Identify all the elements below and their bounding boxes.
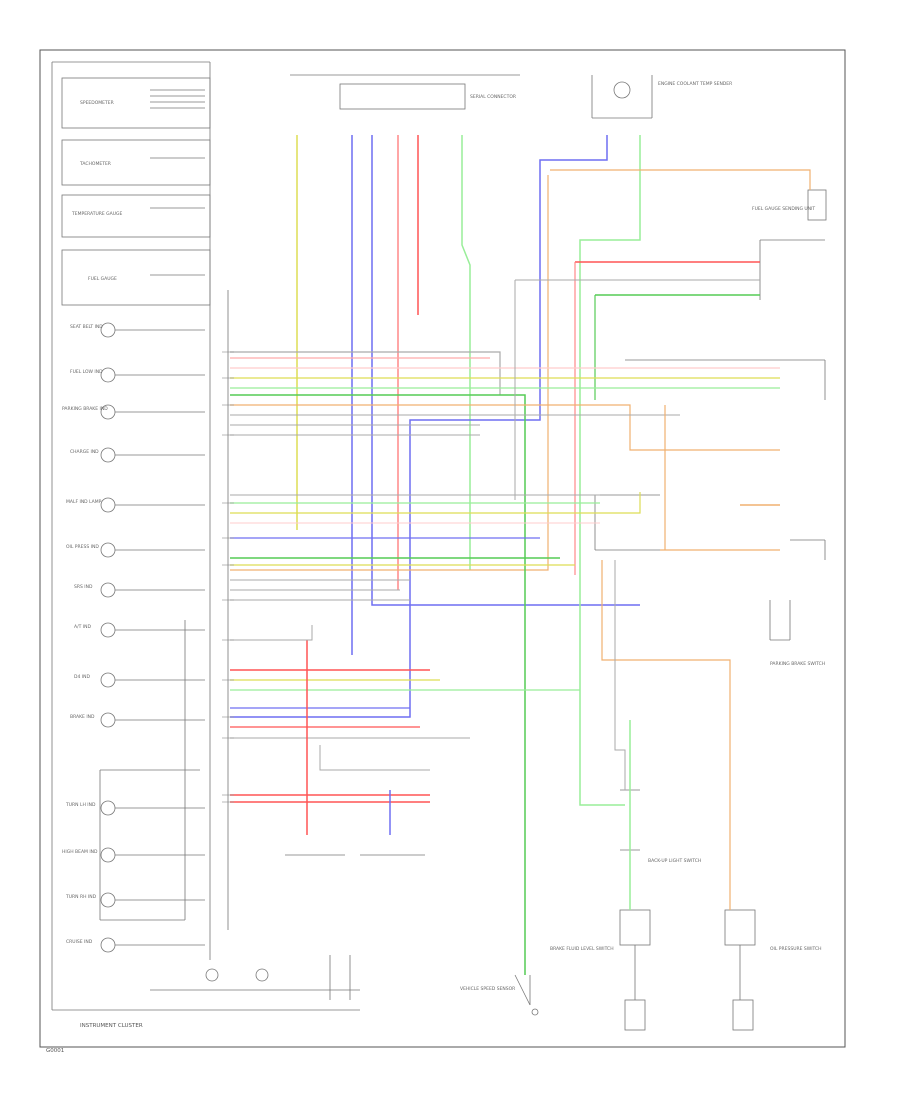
indicator-charge: CHARGE IND [70, 447, 205, 463]
indicator-parking-brake-label: PARKING BRAKE IND [62, 406, 108, 412]
parking-brake-switch-label: PARKING BRAKE SWITCH [770, 661, 825, 667]
indicator-brake-label: BRAKE IND [70, 714, 95, 720]
oil-pressure-switch: OIL PRESSURE SWITCH [724, 909, 822, 1031]
backup-light-switch-label: BACK-UP LIGHT SWITCH [648, 858, 701, 864]
wire-orange-h1 [230, 404, 780, 451]
backup-light-switch: BACK-UP LIGHT SWITCH [620, 789, 701, 864]
indicator-parking-brake: PARKING BRAKE IND [62, 404, 205, 420]
tachometer: TACHOMETER [61, 139, 211, 186]
indicator-cruise-label: CRUISE IND [66, 939, 93, 945]
speedometer-label: SPEEDOMETER [80, 100, 114, 106]
wire-gray-v2 [614, 560, 626, 790]
indicator-turn-lh: TURN LH IND [65, 800, 205, 816]
serial-connector: SERIAL CONNECTOR [290, 74, 520, 110]
fuel-gauge-label: FUEL GAUGE [88, 276, 117, 282]
parking-brake-switch: PARKING BRAKE SWITCH [769, 600, 825, 667]
vehicle-speed-sensor-label: VEHICLE SPEED SENSOR [460, 986, 515, 992]
indicator-at: A/T IND [74, 622, 205, 638]
fuel-gauge: FUEL GAUGE [61, 249, 211, 306]
oil-pressure-switch-label: OIL PRESSURE SWITCH [770, 946, 822, 952]
indicator-oil-press-label: OIL PRESS IND [66, 544, 99, 550]
indicator-srs-label: SRS IND [74, 584, 93, 590]
wire-orange-v1 [601, 560, 731, 910]
figure-id: G0001 [46, 1048, 64, 1054]
indicator-d4: D4 IND [74, 672, 205, 688]
speedometer: SPEEDOMETER [61, 77, 211, 129]
wire-orange-right [550, 169, 811, 190]
wire-gray-h10 [319, 745, 430, 771]
indicator-brake: BRAKE IND [70, 712, 205, 728]
indicator-high-beam: HIGH BEAM IND [62, 847, 205, 863]
temperature-gauge: TEMPERATURE GAUGE [61, 194, 211, 238]
wire-lightgreen-top [461, 135, 471, 570]
indicator-at-label: A/T IND [74, 624, 91, 630]
indicator-srs: SRS IND [74, 582, 205, 598]
wire-yellow-h2 [230, 492, 641, 514]
brake-fluid-switch-label: BRAKE FLUID LEVEL SWITCH [550, 946, 614, 952]
wire-blue-right [230, 135, 608, 718]
indicator-oil-press: OIL PRESS IND [66, 542, 205, 558]
indicator-fuel-low: FUEL LOW IND [70, 367, 205, 383]
brake-fluid-switch: BRAKE FLUID LEVEL SWITCH [550, 909, 651, 1031]
indicator-cruise: CRUISE IND [66, 937, 205, 953]
indicator-malf: MALF IND LAMP [66, 497, 205, 513]
temperature-gauge-label: TEMPERATURE GAUGE [71, 211, 122, 217]
right-module [594, 359, 826, 560]
indicator-turn-rh-label: TURN RH IND [65, 894, 97, 900]
footer-label: INSTRUMENT CLUSTER [80, 1023, 143, 1029]
indicator-high-beam-label: HIGH BEAM IND [62, 849, 98, 855]
indicator-seat-belt: SEAT BELT IND [70, 322, 205, 338]
tachometer-label: TACHOMETER [79, 161, 111, 167]
wire-green-h2 [230, 394, 526, 975]
coolant-temp-sender-label: ENGINE COOLANT TEMP SENDER [658, 81, 732, 87]
wire-gray-v1 [230, 625, 313, 641]
diagram-frame [39, 49, 846, 1048]
fuel-sending-unit-label: FUEL GAUGE SENDING UNIT [752, 206, 815, 212]
fuel-sending-unit: FUEL GAUGE SENDING UNIT [752, 189, 827, 300]
indicator-malf-label: MALF IND LAMP [66, 499, 102, 505]
wire-gray-h1 [230, 351, 501, 395]
wire-lightgreen-right [579, 135, 641, 806]
indicator-turn-rh: TURN RH IND [65, 892, 205, 908]
wire-orange-left [230, 175, 549, 571]
connector-pins [222, 351, 234, 803]
wires [230, 135, 811, 975]
indicator-fuel-low-label: FUEL LOW IND [70, 369, 103, 375]
instrument-cluster: SPEEDOMETER TACHOMETER TEMPERATURE GAUGE… [51, 61, 360, 1029]
indicator-d4-label: D4 IND [74, 674, 90, 680]
indicator-turn-lh-label: TURN LH IND [65, 802, 96, 808]
wire-blue-top-2 [371, 135, 640, 606]
serial-connector-label: SERIAL CONNECTOR [470, 94, 516, 100]
coolant-temp-sender: ENGINE COOLANT TEMP SENDER [591, 75, 732, 119]
indicator-charge-label: CHARGE IND [70, 449, 99, 455]
indicator-seat-belt-label: SEAT BELT IND [70, 324, 103, 330]
vehicle-speed-sensor: VEHICLE SPEED SENSOR [460, 974, 539, 1016]
